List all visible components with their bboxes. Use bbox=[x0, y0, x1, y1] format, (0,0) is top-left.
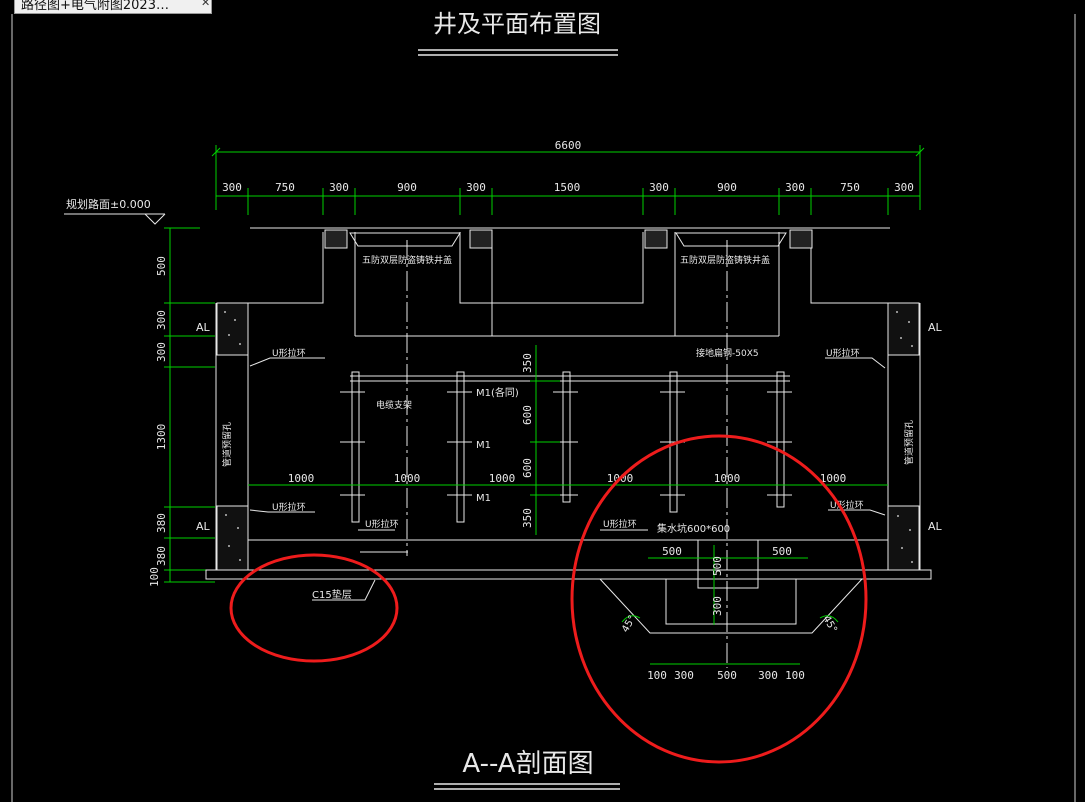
span-dim-5: 1000 bbox=[714, 472, 741, 485]
pipe-reserved-right: 管道预留孔 bbox=[903, 420, 915, 465]
m1-label-2: M1 bbox=[476, 493, 491, 504]
sump-dim-depth: 500 bbox=[711, 556, 724, 576]
cable-brackets bbox=[350, 371, 790, 523]
manhole-covers bbox=[349, 232, 787, 247]
al-label-top-left: AL bbox=[196, 321, 211, 334]
close-icon[interactable]: ✕ bbox=[201, 0, 211, 9]
bottom-dim-1: 100 bbox=[647, 669, 667, 682]
seg-dim-3: 300 bbox=[329, 181, 349, 194]
segment-dimensions bbox=[216, 188, 920, 215]
m1-same-label: M1(各同) bbox=[476, 386, 519, 399]
red-annotation-circle-right bbox=[570, 434, 868, 764]
ground-level-label: 规划路面±0.000 bbox=[66, 197, 151, 211]
left-dim-5: 380 bbox=[155, 513, 168, 533]
u-ring-label-6: U形拉环 bbox=[603, 518, 637, 530]
left-dim-7: 100 bbox=[148, 567, 161, 587]
seg-dim-7: 300 bbox=[649, 181, 669, 194]
seg-dim-8: 900 bbox=[717, 181, 737, 194]
manhole-structure bbox=[205, 227, 932, 634]
sump-dims bbox=[648, 545, 808, 625]
seg-dim-4: 900 bbox=[397, 181, 417, 194]
bracket-dim-4: 350 bbox=[521, 508, 534, 528]
seg-dim-9: 300 bbox=[785, 181, 805, 194]
angle-arc-left bbox=[621, 615, 641, 623]
bracket-dim-3: 600 bbox=[521, 458, 534, 478]
tab-bar: 路径图+电气附图2023… ✕ bbox=[0, 0, 1085, 14]
u-ring-label-5: U形拉环 bbox=[365, 518, 399, 530]
bottom-dim-4: 300 bbox=[758, 669, 778, 682]
span-dim-1: 1000 bbox=[288, 472, 315, 485]
angle-label-left: 45° bbox=[620, 614, 638, 635]
sump-label: 集水坑600*600 bbox=[657, 522, 730, 535]
hatch-dots bbox=[224, 311, 913, 563]
sump-dim-left: 500 bbox=[662, 545, 682, 558]
span-dim-3: 1000 bbox=[489, 472, 516, 485]
seg-dim-6: 1500 bbox=[554, 181, 581, 194]
bottom-dim-2: 300 bbox=[674, 669, 694, 682]
sump-dim-right: 500 bbox=[772, 545, 792, 558]
left-dim-6: 380 bbox=[155, 546, 168, 566]
cable-bracket-label: 电缆支架 bbox=[376, 399, 412, 411]
angle-arc-right bbox=[819, 615, 839, 623]
top-title: 井及平面布置图 bbox=[433, 10, 601, 38]
angle-label-right: 45° bbox=[820, 614, 838, 635]
pipe-reserved-left: 管道预留孔 bbox=[221, 422, 233, 467]
u-ring-leaders bbox=[249, 357, 886, 531]
seg-dim-1: 300 bbox=[222, 181, 242, 194]
seg-dim-10: 750 bbox=[840, 181, 860, 194]
seg-dim-2: 750 bbox=[275, 181, 295, 194]
document-tab-label: 路径图+电气附图2023… bbox=[21, 0, 169, 13]
al-label-bottom-right: AL bbox=[928, 520, 943, 533]
cover-label-right: 五防双层防盗铸铁井盖 bbox=[680, 254, 770, 266]
bottom-dim-5: 100 bbox=[785, 669, 805, 682]
m1-label-1: M1 bbox=[476, 440, 491, 451]
section-title: A--A剖面图 bbox=[462, 749, 593, 779]
left-dimensions bbox=[164, 227, 215, 583]
total-dimension-label: 6600 bbox=[555, 139, 582, 152]
bracket-dim-1: 350 bbox=[521, 353, 534, 373]
ground-level-marker bbox=[144, 213, 166, 225]
bracket-spacing-dims bbox=[530, 345, 560, 535]
seg-dim-5: 300 bbox=[466, 181, 486, 194]
c15-leader bbox=[312, 579, 376, 601]
span-dim-2: 1000 bbox=[394, 472, 421, 485]
al-label-bottom-left: AL bbox=[196, 520, 211, 533]
u-ring-label-3: U形拉环 bbox=[826, 347, 860, 359]
wall-hatch bbox=[216, 229, 920, 571]
bracket-dim-2: 600 bbox=[521, 405, 534, 425]
left-dim-1: 500 bbox=[155, 256, 168, 276]
bottom-dim-3: 500 bbox=[717, 669, 737, 682]
span-dim-6: 1000 bbox=[820, 472, 847, 485]
c15-label: C15垫层 bbox=[312, 588, 352, 601]
sump-dim-bottom: 300 bbox=[711, 596, 724, 616]
al-label-top-right: AL bbox=[928, 321, 943, 334]
total-dimension bbox=[211, 145, 925, 210]
u-ring-label-1: U形拉环 bbox=[272, 347, 306, 359]
ground-flat-steel-label: 接地扁钢-50X5 bbox=[696, 347, 759, 359]
red-annotation-circle-left bbox=[229, 553, 399, 663]
left-dim-3: 300 bbox=[155, 342, 168, 362]
u-ring-label-2: U形拉环 bbox=[272, 501, 306, 513]
document-tab[interactable]: 路径图+电气附图2023… ✕ bbox=[14, 0, 212, 14]
left-dim-2: 300 bbox=[155, 310, 168, 330]
seg-dim-11: 300 bbox=[894, 181, 914, 194]
left-dim-4: 1300 bbox=[155, 424, 168, 451]
